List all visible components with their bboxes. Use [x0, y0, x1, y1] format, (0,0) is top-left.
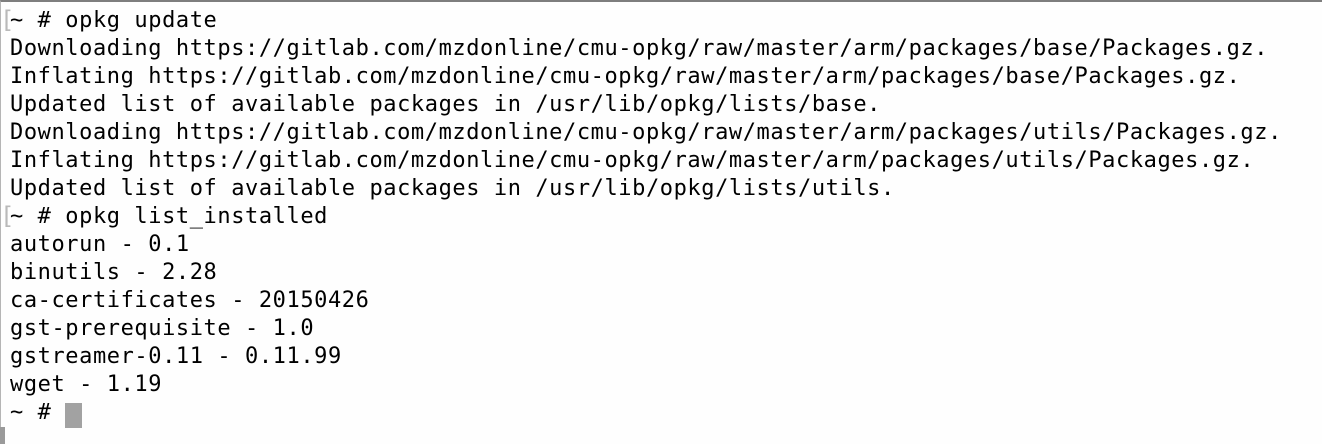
terminal-line-output: wget - 1.19 — [10, 371, 1322, 399]
terminal-line-output: Downloading https://gitlab.com/mzdonline… — [10, 35, 1322, 63]
output-text: Downloading https://gitlab.com/mzdonline… — [10, 36, 1269, 61]
prompt-text: ~ # — [10, 400, 66, 425]
terminal-cursor — [65, 403, 83, 428]
output-text: binutils - 2.28 — [10, 260, 218, 285]
terminal-line-output: gst-prerequisite - 1.0 — [10, 315, 1322, 343]
terminal-line-output: Inflating https://gitlab.com/mzdonline/c… — [10, 147, 1322, 175]
terminal-line-output: Downloading https://gitlab.com/mzdonline… — [10, 119, 1322, 147]
command-line-text: ~ # opkg list_installed — [10, 204, 328, 229]
terminal-line-output: ca-certificates - 20150426 — [10, 287, 1322, 315]
terminal-line-output: Updated list of available packages in /u… — [10, 91, 1322, 119]
terminal-line-output: gstreamer-0.11 - 0.11.99 — [10, 343, 1322, 371]
output-text: Inflating https://gitlab.com/mzdonline/c… — [10, 64, 1241, 89]
terminal-line-output: Inflating https://gitlab.com/mzdonline/c… — [10, 63, 1322, 91]
output-text: Inflating https://gitlab.com/mzdonline/c… — [10, 148, 1255, 173]
output-text: wget - 1.19 — [10, 372, 163, 397]
terminal-line-output: Updated list of available packages in /u… — [10, 175, 1322, 203]
output-text: Updated list of available packages in /u… — [10, 176, 895, 201]
terminal-line-output: binutils - 2.28 — [10, 259, 1322, 287]
output-text: autorun - 0.1 — [10, 232, 190, 257]
output-text: Downloading https://gitlab.com/mzdonline… — [10, 120, 1282, 145]
prompt-mark-icon: [ — [0, 6, 15, 34]
terminal-line-output: autorun - 0.1 — [10, 231, 1322, 259]
output-text: gstreamer-0.11 - 0.11.99 — [10, 344, 342, 369]
output-text: ca-certificates - 20150426 — [10, 288, 370, 313]
terminal-line-current-prompt[interactable]: ~ # — [10, 399, 1322, 428]
prompt-mark-icon: [ — [0, 202, 15, 230]
partial-prompt-mark — [0, 427, 5, 444]
output-text: Updated list of available packages in /u… — [10, 92, 881, 117]
command-line-text: ~ # opkg update — [10, 8, 218, 33]
output-text: gst-prerequisite - 1.0 — [10, 316, 315, 341]
terminal-line-prompt: [~ # opkg update — [0, 7, 1322, 35]
terminal-line-prompt: [~ # opkg list_installed — [0, 203, 1322, 231]
